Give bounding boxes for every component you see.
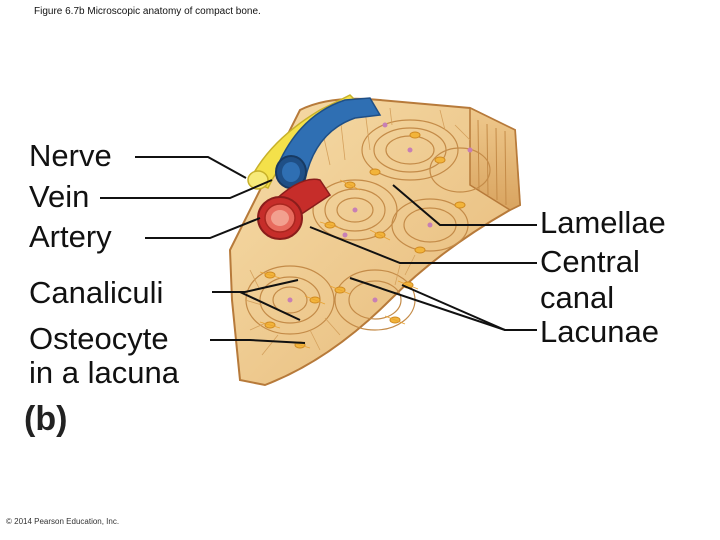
label-central: Central (540, 244, 640, 279)
label-lacunae: Lacunae (540, 314, 659, 349)
label-osteocyte: Osteocyte (29, 321, 169, 356)
label-osteocyte-lacuna: in a lacuna (29, 355, 179, 390)
label-nerve: Nerve (29, 138, 112, 173)
panel-letter: (b) (24, 400, 68, 438)
vein-vessel (277, 97, 382, 182)
label-lamellae: Lamellae (540, 205, 666, 240)
label-canaliculi: Canaliculi (29, 275, 164, 310)
label-artery: Artery (29, 219, 112, 254)
figure-caption: Figure 6.7b Microscopic anatomy of compa… (34, 6, 261, 17)
copyright-notice: © 2014 Pearson Education, Inc. (6, 517, 120, 526)
leader-lines (100, 156, 537, 344)
label-vein: Vein (29, 179, 90, 214)
label-canal: canal (540, 280, 615, 315)
